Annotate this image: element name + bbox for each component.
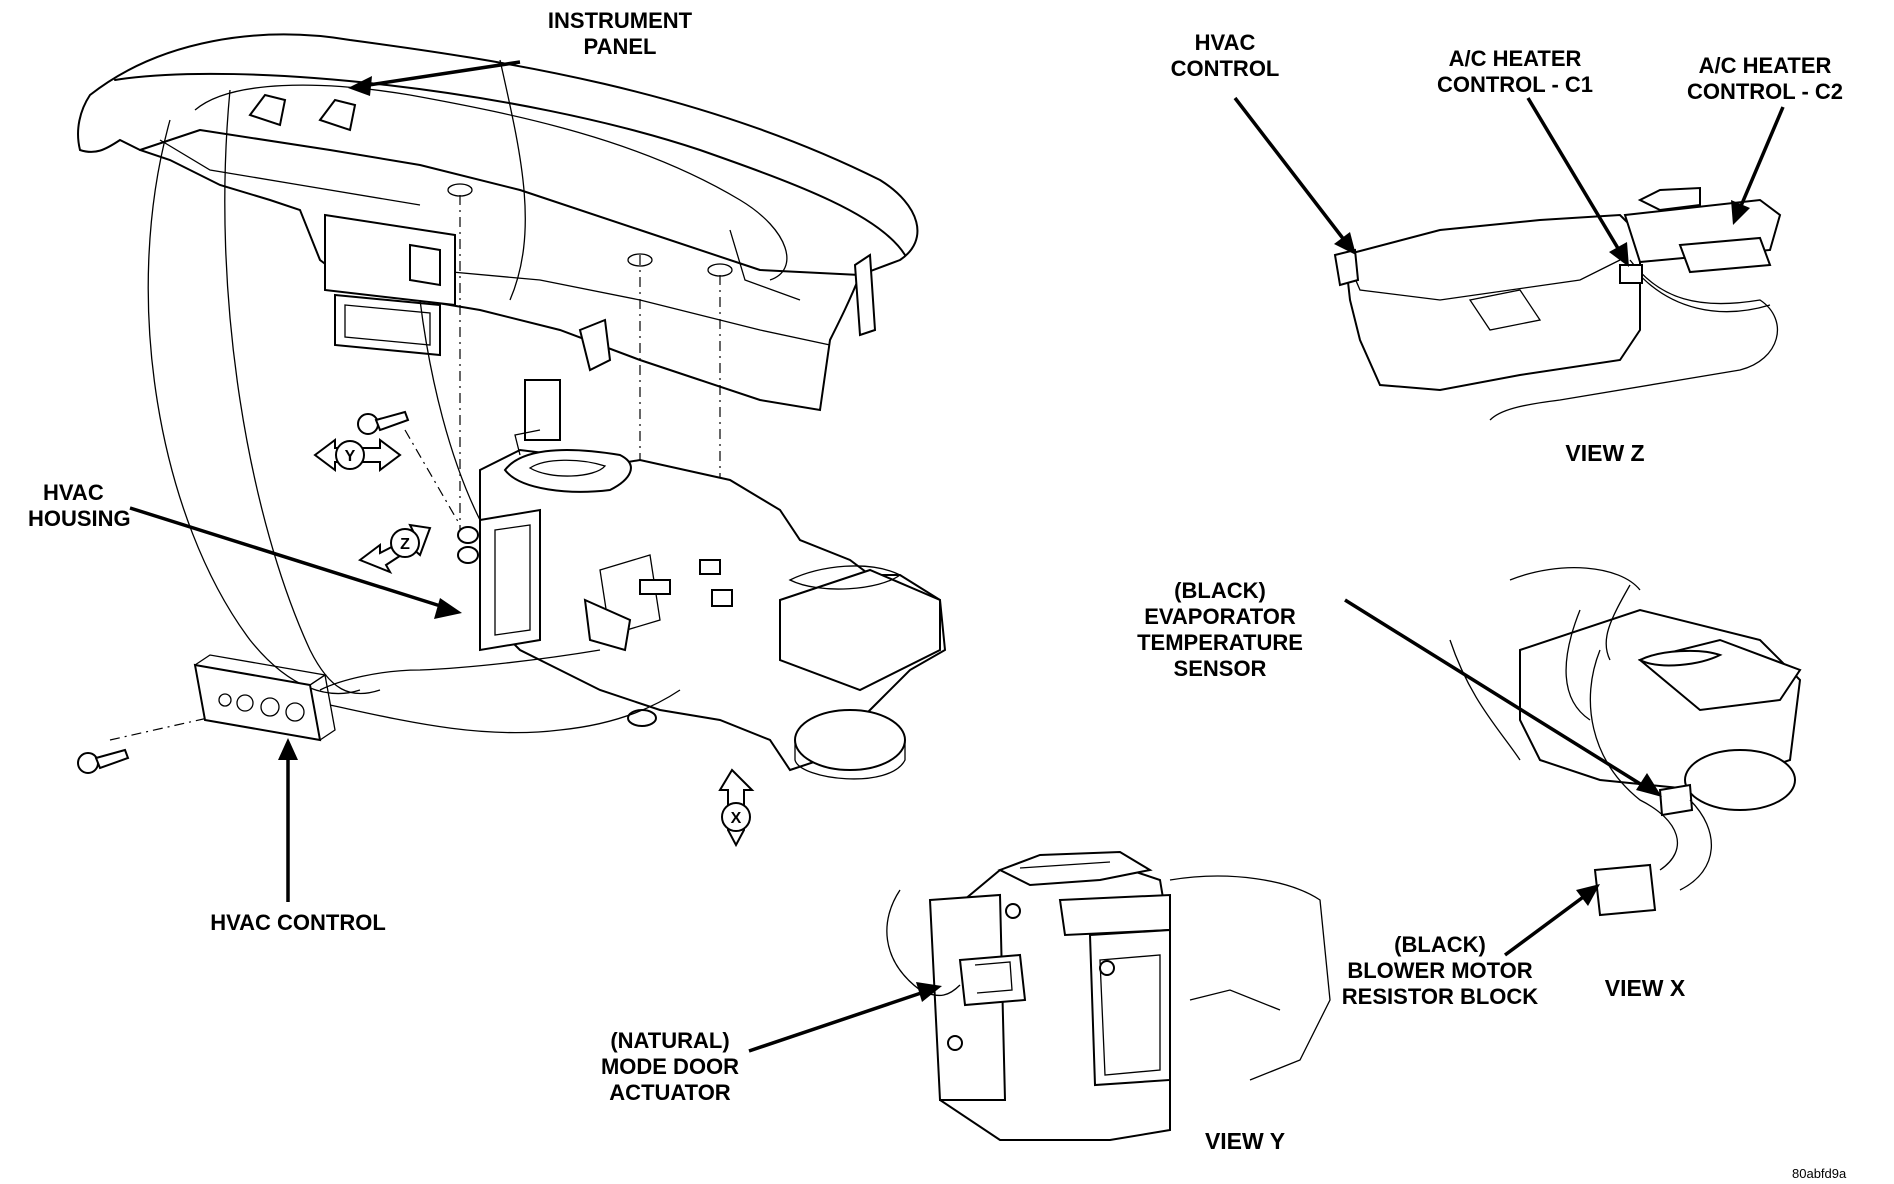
view-z-drawing xyxy=(1333,186,1782,421)
view-x-drawing xyxy=(1449,567,1802,917)
label-ac-heater-c1: A/C HEATER CONTROL - C1 xyxy=(1405,46,1625,98)
figure-code: 80abfd9a xyxy=(1792,1166,1847,1181)
label-blower-resistor: (BLACK) BLOWER MOTOR RESISTOR BLOCK xyxy=(1310,932,1570,1010)
label-blower-resistor-line3: RESISTOR BLOCK xyxy=(1341,984,1539,1009)
label-mode-door-actuator-line3: ACTUATOR xyxy=(609,1080,731,1105)
label-instrument-panel-line1: INSTRUMENT xyxy=(547,8,693,33)
label-mode-door-actuator: (NATURAL) MODE DOOR ACTUATOR xyxy=(575,1028,765,1106)
label-ac-heater-c1-line1: A/C HEATER xyxy=(1448,46,1582,71)
label-hvac-housing-line1: HVAC xyxy=(43,480,104,505)
label-mode-door-actuator-line1: (NATURAL) xyxy=(610,1028,730,1053)
label-hvac-housing: HVAC HOUSING xyxy=(28,480,158,532)
label-evaporator-sensor: (BLACK) EVAPORATOR TEMPERATURE SENSOR xyxy=(1100,578,1340,682)
screw-top xyxy=(357,410,410,435)
label-ac-heater-c2: A/C HEATER CONTROL - C2 xyxy=(1650,53,1880,105)
label-evaporator-sensor-line2: EVAPORATOR xyxy=(1144,604,1296,629)
label-mode-door-actuator-line2: MODE DOOR xyxy=(600,1054,740,1079)
label-hvac-housing-line2: HOUSING xyxy=(28,506,131,531)
label-evaporator-sensor-line4: SENSOR xyxy=(1173,656,1267,681)
label-evaporator-sensor-line3: TEMPERATURE xyxy=(1137,630,1303,655)
view-marker-y: Y xyxy=(313,438,402,472)
label-hvac-control-view-z-line1: HVAC xyxy=(1194,30,1256,55)
label-instrument-panel: INSTRUMENT PANEL xyxy=(520,8,720,60)
instrument-panel-drawing xyxy=(77,33,919,441)
label-view-x: VIEW X xyxy=(1604,975,1686,1001)
label-blower-resistor-line2: BLOWER MOTOR xyxy=(1347,958,1533,983)
screw-bottom xyxy=(77,748,130,774)
view-marker-z: Z xyxy=(357,523,432,574)
label-view-z: VIEW Z xyxy=(1565,440,1645,466)
hvac-housing-drawing xyxy=(457,429,947,780)
label-view-y: VIEW Y xyxy=(1204,1128,1286,1154)
view-y-drawing xyxy=(886,850,1331,1141)
view-marker-y-text: Y xyxy=(345,448,356,465)
leader-arrows xyxy=(129,60,1785,1053)
view-marker-x-text: X xyxy=(731,810,742,827)
label-ac-heater-c1-line2: CONTROL - C1 xyxy=(1436,72,1594,97)
label-ac-heater-c2-line2: CONTROL - C2 xyxy=(1686,79,1844,104)
view-marker-x: X xyxy=(718,768,755,848)
label-ac-heater-c2-line1: A/C HEATER xyxy=(1698,53,1832,78)
label-hvac-control-view-z: HVAC CONTROL xyxy=(1130,30,1320,82)
label-evaporator-sensor-line1: (BLACK) xyxy=(1174,578,1266,603)
view-marker-z-text: Z xyxy=(400,536,410,553)
label-instrument-panel-line2: PANEL xyxy=(583,34,657,59)
label-hvac-control-view-z-line2: CONTROL xyxy=(1170,56,1280,81)
label-hvac-control: HVAC CONTROL xyxy=(210,910,386,935)
label-blower-resistor-line1: (BLACK) xyxy=(1394,932,1486,957)
hvac-control-unit xyxy=(193,649,681,742)
